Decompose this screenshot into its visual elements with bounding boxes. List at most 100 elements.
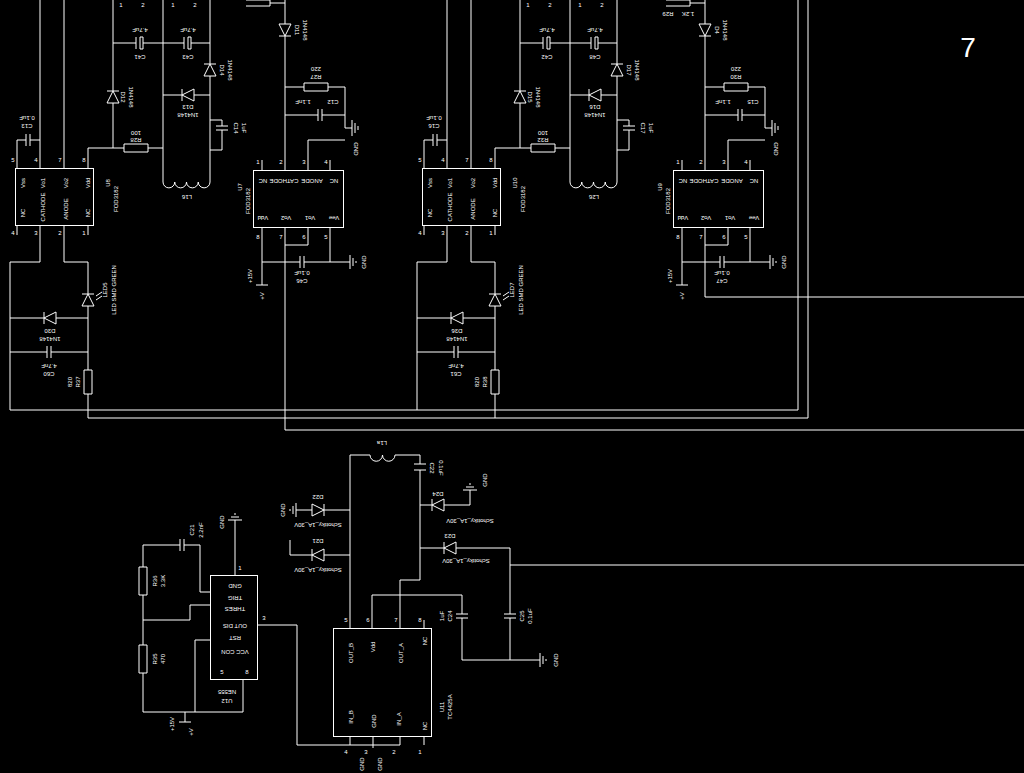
net-label: GND [280,502,286,517]
pin-name: OUT_A [398,642,404,664]
pin-name: Vdd [677,215,690,221]
part-label: R30 [729,74,742,80]
pin-number: 2 [599,2,604,8]
part-label: C46 [295,278,308,284]
part-designator: U8 [105,178,111,188]
part-value: LED SMD GREEN [518,264,524,316]
part-value: 1uF [648,122,654,134]
pin-name: NC [85,208,91,219]
part-label: C43 [181,54,194,60]
part-label: C24 [447,609,453,622]
part-label: C13 [20,123,33,129]
part-value: 1N4148 [583,112,606,118]
part-designator: U11 [439,701,445,714]
part-designator: FOD3182 [113,185,119,213]
part-value: 220 [310,66,322,72]
part-designator: FOD3182 [520,185,526,213]
pin-number: 4 [323,159,328,165]
pin-number: 2 [140,2,145,8]
pin-number: 5 [417,157,422,163]
part-value: 0.1uF [438,459,444,476]
pin-name: ANODE [300,178,323,184]
pin-number: 8 [488,157,493,163]
pin-name: CATHODE [40,192,46,223]
pin-name: OUT_B [348,642,354,664]
inductor-symbol [163,182,210,188]
pin-number: 3 [721,159,726,165]
pin-name: Vee [328,215,340,221]
pin-number: 8 [81,157,86,163]
part-label: C25 [519,609,525,622]
pin-number: 1 [170,2,175,8]
pin-number: 2 [57,230,62,236]
pin-name: GND [371,713,377,728]
pin-number: 1 [118,2,123,8]
net-label: GND [359,756,365,771]
net-label: +V [679,291,685,301]
pin-number: 4 [440,157,445,163]
pin-name: NC [422,636,428,647]
part-value: Schottky_1A_30V [441,558,491,564]
pin-name: RST [228,635,242,641]
part-designator: U7 [237,182,243,192]
part-value: 1N4148 [722,18,728,41]
net-label: GND [353,141,359,156]
pin-name: NC [492,208,498,219]
part-label: D11 [294,24,300,37]
pin-number: 4 [10,230,15,236]
pin-name: Vdd [492,177,498,190]
pin-name: Vo1 [40,177,46,189]
pin-number: 4 [417,230,422,236]
net-label: GND [361,254,367,269]
part-label: D4 [714,25,720,35]
part-label: C42 [540,54,553,60]
part-label: C41 [133,54,146,60]
diode-symbol [279,24,291,36]
part-value: 0.1uF [293,270,310,276]
part-value: 1.1nF [294,99,311,105]
pin-name: CATHODE [689,178,720,184]
pin-name: NC [258,178,269,184]
part-label: C17 [640,121,646,134]
pin-name: ANODE [720,178,743,184]
part-value: 820 [474,376,480,388]
pin-number: 3 [363,749,368,755]
part-designator: FOD3182 [665,187,671,215]
pin-number: 1 [577,2,582,8]
wire-connector [258,625,350,745]
part-value: 0.1uF [425,115,442,121]
part-value: 1N4148 [302,18,308,41]
optocoupler-ic: VssVo1Vo2VddNCCATHODEANODENCU8FOD3182 [15,168,94,226]
part-value: 100 [537,130,549,136]
net-label: GND [781,254,787,269]
optocoupler-ic: VssVo1Vo2VddNCCATHODEANODENCU10FOD3182 [422,168,501,226]
diode-symbol [44,64,216,324]
pin-name: NC [749,178,760,184]
pin-name: NC [427,208,433,219]
part-label: R32 [536,137,549,143]
part-label: D13 [181,104,194,110]
pin-number: 1 [255,159,260,165]
capacitor-symbol [180,464,516,618]
pin-name: Vo2 [63,177,69,189]
part-value: 1.2K [681,11,695,17]
resistor-symbol [246,0,328,91]
diode-symbol [312,499,456,561]
part-value: 470 [160,653,166,665]
resistor-symbol [139,567,147,673]
pin-name: TRIG [227,595,243,601]
net-label: +15V [667,268,673,284]
pin-name: OUT DIS [222,623,248,629]
optocoupler-ic: NCCATHODEANODENCVddVo2Vo1VeeU7FOD3182 [253,170,344,228]
part-value: 4.7uF [538,27,555,33]
part-label: D30 [43,328,56,334]
net-label: +15V [247,268,253,284]
part-designator: U10 [512,176,518,189]
optocoupler-ic: NCCATHODEANODENCVddVo2Vo1VeeU9FOD3182 [673,170,764,228]
pin-number: 7 [57,157,62,163]
optocoupler-section [10,0,228,418]
part-label: C21 [189,523,195,536]
optocoupler-section [666,0,778,285]
pin-number: 1 [675,159,680,165]
ground-symbol [228,484,546,667]
